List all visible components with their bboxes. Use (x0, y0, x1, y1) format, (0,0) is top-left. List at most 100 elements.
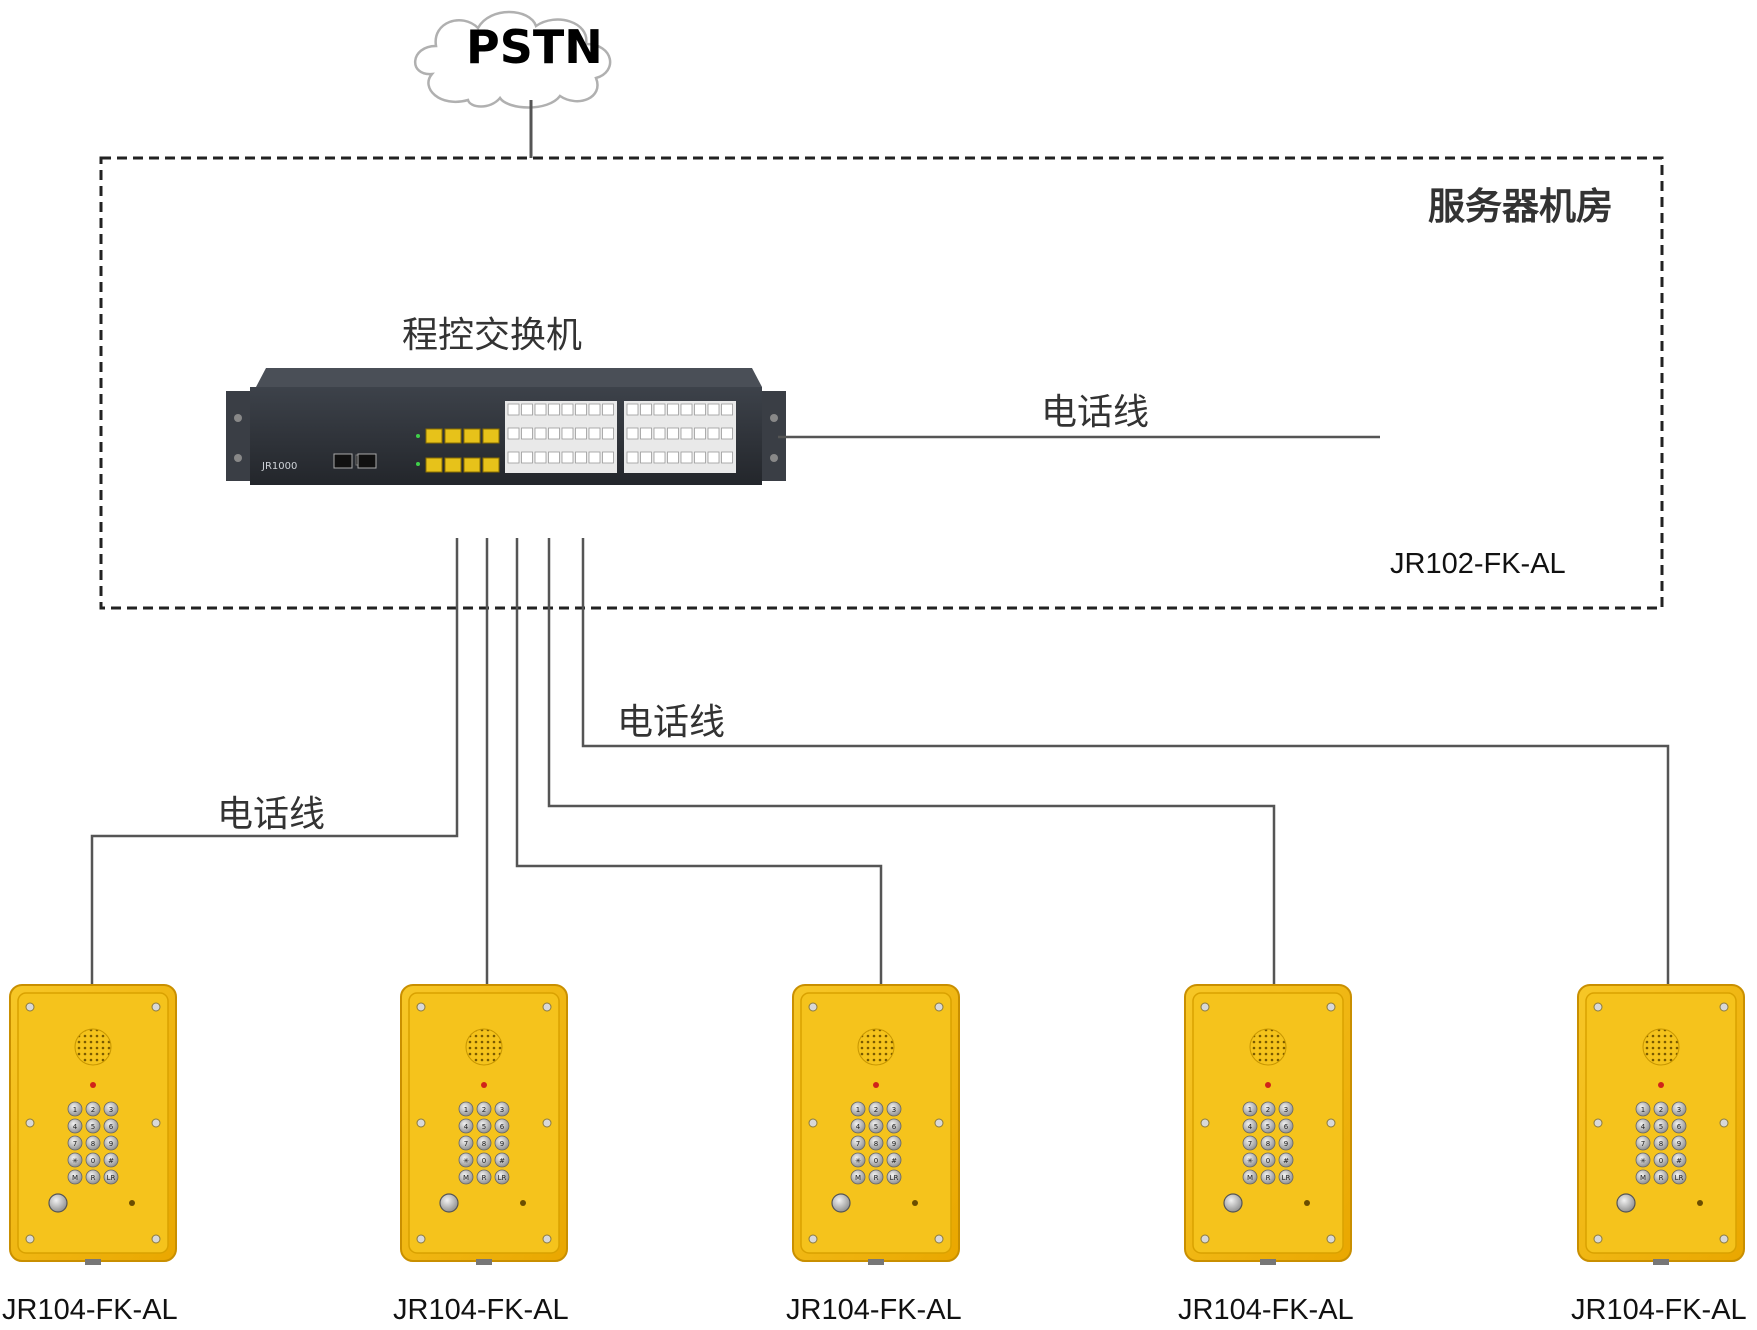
keypad-key[interactable] (1242, 1118, 1258, 1134)
extension-port (521, 451, 533, 464)
call-button[interactable] (831, 1193, 851, 1213)
keypad-key[interactable] (494, 1169, 510, 1185)
keypad-key[interactable] (1278, 1135, 1294, 1151)
keypad-key[interactable] (67, 1118, 83, 1134)
keypad-key[interactable] (476, 1135, 492, 1151)
keypad-key[interactable] (85, 1152, 101, 1168)
keypad-key[interactable] (67, 1101, 83, 1117)
keypad-key[interactable] (1671, 1152, 1687, 1168)
keypad-key[interactable] (458, 1169, 474, 1185)
keypad-key[interactable] (1635, 1101, 1651, 1117)
keypad-key[interactable] (1635, 1169, 1651, 1185)
keypad-key[interactable] (85, 1169, 101, 1185)
keypad-key[interactable] (1260, 1135, 1276, 1151)
keypad-key-label: 7 (1248, 1140, 1252, 1148)
keypad-key[interactable] (886, 1169, 902, 1185)
extension-port (653, 451, 666, 464)
keypad-key[interactable] (1260, 1152, 1276, 1168)
keypad-key[interactable] (1242, 1135, 1258, 1151)
extension-port (626, 427, 639, 440)
keypad-key[interactable] (1260, 1101, 1276, 1117)
keypad-key[interactable] (458, 1152, 474, 1168)
keypad-key[interactable] (1653, 1101, 1669, 1117)
keypad-key[interactable] (1653, 1169, 1669, 1185)
call-button[interactable] (1223, 1193, 1243, 1213)
keypad-key[interactable] (1653, 1135, 1669, 1151)
keypad-key[interactable] (850, 1118, 866, 1134)
screw-icon (416, 1002, 426, 1012)
keypad-key[interactable] (494, 1152, 510, 1168)
keypad-key[interactable] (850, 1135, 866, 1151)
keypad-key[interactable] (1242, 1152, 1258, 1168)
cable-gland (1653, 1259, 1669, 1265)
extension-port (561, 427, 574, 440)
keypad-key[interactable] (103, 1118, 119, 1134)
keypad-key-label: ✳ (463, 1157, 469, 1165)
keypad-key[interactable] (494, 1101, 510, 1117)
keypad-key[interactable] (103, 1135, 119, 1151)
keypad-key[interactable] (868, 1135, 884, 1151)
keypad-key[interactable] (476, 1169, 492, 1185)
keypad-key[interactable] (1278, 1101, 1294, 1117)
call-button[interactable] (1616, 1193, 1636, 1213)
keypad-key[interactable] (476, 1118, 492, 1134)
keypad-key[interactable] (1653, 1152, 1669, 1168)
keypad-key[interactable] (1278, 1152, 1294, 1168)
keypad-key-label: 2 (1659, 1106, 1663, 1114)
keypad-key[interactable] (868, 1152, 884, 1168)
keypad-key[interactable] (476, 1101, 492, 1117)
keypad-key-label: 0 (1266, 1157, 1270, 1165)
keypad-key[interactable] (868, 1169, 884, 1185)
keypad-key[interactable] (103, 1152, 119, 1168)
keypad-key[interactable] (494, 1135, 510, 1151)
keypad-key[interactable] (1242, 1169, 1258, 1185)
keypad-key[interactable] (85, 1101, 101, 1117)
extension-port (694, 427, 706, 440)
keypad-key[interactable] (886, 1135, 902, 1151)
keypad-key[interactable] (476, 1152, 492, 1168)
keypad-key[interactable] (1671, 1118, 1687, 1134)
keypad-key-label: # (1676, 1157, 1682, 1165)
keypad-key[interactable] (1260, 1169, 1276, 1185)
microphone-icon (1304, 1200, 1310, 1206)
keypad-key[interactable] (1635, 1135, 1651, 1151)
keypad-key[interactable] (886, 1118, 902, 1134)
call-button[interactable] (439, 1193, 459, 1213)
keypad-key-label: 4 (856, 1123, 861, 1131)
keypad-key[interactable] (1653, 1118, 1669, 1134)
keypad-key[interactable] (85, 1118, 101, 1134)
keypad-key[interactable] (1635, 1152, 1651, 1168)
keypad-key[interactable] (494, 1118, 510, 1134)
keypad-key[interactable] (458, 1118, 474, 1134)
call-button[interactable] (48, 1193, 68, 1213)
keypad-key-label: 3 (500, 1106, 504, 1114)
keypad-key[interactable] (85, 1135, 101, 1151)
keypad-key[interactable] (103, 1101, 119, 1117)
keypad-key[interactable] (458, 1101, 474, 1117)
keypad-key[interactable] (1260, 1118, 1276, 1134)
screw-icon (416, 1234, 426, 1244)
keypad-key[interactable] (1671, 1101, 1687, 1117)
keypad-key[interactable] (886, 1101, 902, 1117)
switch-model-badge: JR1000 (262, 461, 298, 472)
keypad-key[interactable] (1671, 1135, 1687, 1151)
keypad-key[interactable] (1242, 1101, 1258, 1117)
keypad-key[interactable] (1278, 1169, 1294, 1185)
keypad-key[interactable] (458, 1135, 474, 1151)
keypad-key[interactable] (850, 1152, 866, 1168)
keypad-key[interactable] (868, 1101, 884, 1117)
keypad-key[interactable] (103, 1169, 119, 1185)
keypad-key[interactable] (67, 1152, 83, 1168)
keypad-key[interactable] (886, 1152, 902, 1168)
trunk-port (482, 457, 500, 473)
extension-port (707, 451, 720, 464)
extension-port (667, 403, 679, 416)
keypad-key[interactable] (67, 1169, 83, 1185)
keypad-key[interactable] (850, 1101, 866, 1117)
keypad-key[interactable] (850, 1169, 866, 1185)
keypad-key[interactable] (868, 1118, 884, 1134)
keypad-key[interactable] (1671, 1169, 1687, 1185)
keypad-key[interactable] (1278, 1118, 1294, 1134)
keypad-key[interactable] (1635, 1118, 1651, 1134)
keypad-key[interactable] (67, 1135, 83, 1151)
